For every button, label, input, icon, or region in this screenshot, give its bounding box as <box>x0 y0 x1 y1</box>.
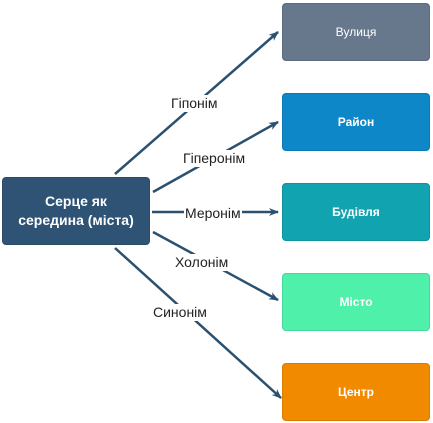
edge-synonym <box>114 247 282 399</box>
edge-label-hyponym: Гіпонім <box>170 95 219 112</box>
node-budivlia: Будівля <box>282 183 430 241</box>
node-misto: Місто <box>282 273 430 331</box>
node-raion: Район <box>282 93 430 151</box>
center-node: Серце як середина (міста) <box>2 177 150 245</box>
node-vulytsia: Вулиця <box>282 3 430 61</box>
edge-label-synonym: Синонім <box>152 304 208 321</box>
edge-label-hyperonym: Гіперонім <box>182 150 247 167</box>
edge-label-meronym: Меронім <box>184 205 242 222</box>
edge-label-holonym: Холонім <box>174 254 230 271</box>
node-tsentr: Центр <box>282 363 430 421</box>
